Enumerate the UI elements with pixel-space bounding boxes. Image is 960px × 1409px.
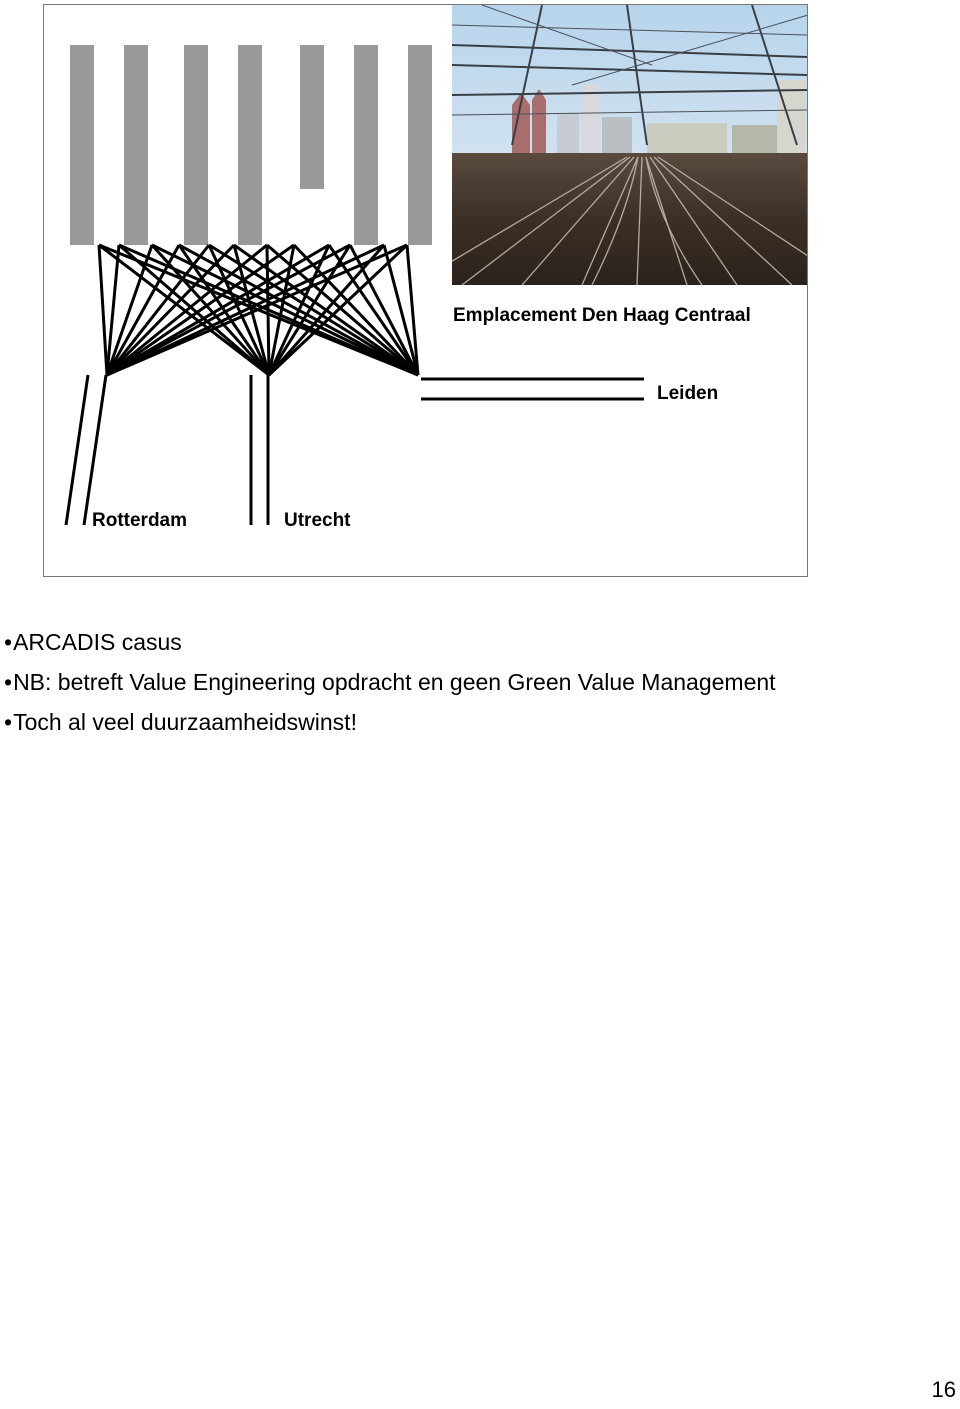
track-line [207,244,271,376]
track-line [150,243,271,377]
track-line [382,244,420,376]
platform-block [408,45,432,245]
track-lines [97,243,420,377]
track-line [105,244,181,376]
track-line [292,243,420,377]
leiden-track [421,377,644,401]
track-line [267,244,386,376]
track-line [106,243,330,377]
track-line [105,243,236,377]
rotterdam-label: Rotterdam [92,510,187,531]
track-line [348,244,420,376]
track-line [151,243,419,377]
platform-block [184,45,208,245]
platform-block [70,45,94,245]
utrecht-track [249,375,270,525]
track-line [106,243,351,377]
track-line [106,243,295,377]
bullet-item: ARCADIS casus [4,622,776,662]
rotterdam-track [64,374,108,526]
station-caption: Emplacement Den Haag Centraal [453,305,751,326]
railway-yard-photo [452,5,807,285]
bullet-list: ARCADIS casus NB: betreft Value Engineer… [4,622,776,742]
track-line [267,243,409,377]
track-line [265,244,271,376]
bullet-item: NB: betreft Value Engineering opdracht e… [4,662,775,702]
bullet-item: Toch al veel duurzaamheidswinst! [4,702,776,742]
track-line [105,244,154,376]
track-line [327,244,420,376]
track-line [98,243,270,377]
leiden-label: Leiden [657,383,718,404]
platform-block [300,45,324,189]
track-line [106,243,268,377]
platform-block [124,45,148,245]
track-layout-diagram: Emplacement Den Haag Centraal Leiden Rot… [64,45,751,531]
track-line [267,244,331,376]
track-line [208,243,419,377]
track-line [106,243,408,377]
track-line [105,244,121,376]
utrecht-label: Utrecht [284,510,351,531]
platform-blocks [70,45,432,245]
track-line [405,244,420,376]
track-line [177,244,271,376]
track-line [97,244,109,376]
track-line [105,244,211,376]
slide-frame: Emplacement Den Haag Centraal Leiden Rot… [43,4,808,577]
platform-block [238,45,262,245]
page-number: 16 [931,1377,956,1402]
track-line [106,243,385,377]
platform-block [354,45,378,245]
